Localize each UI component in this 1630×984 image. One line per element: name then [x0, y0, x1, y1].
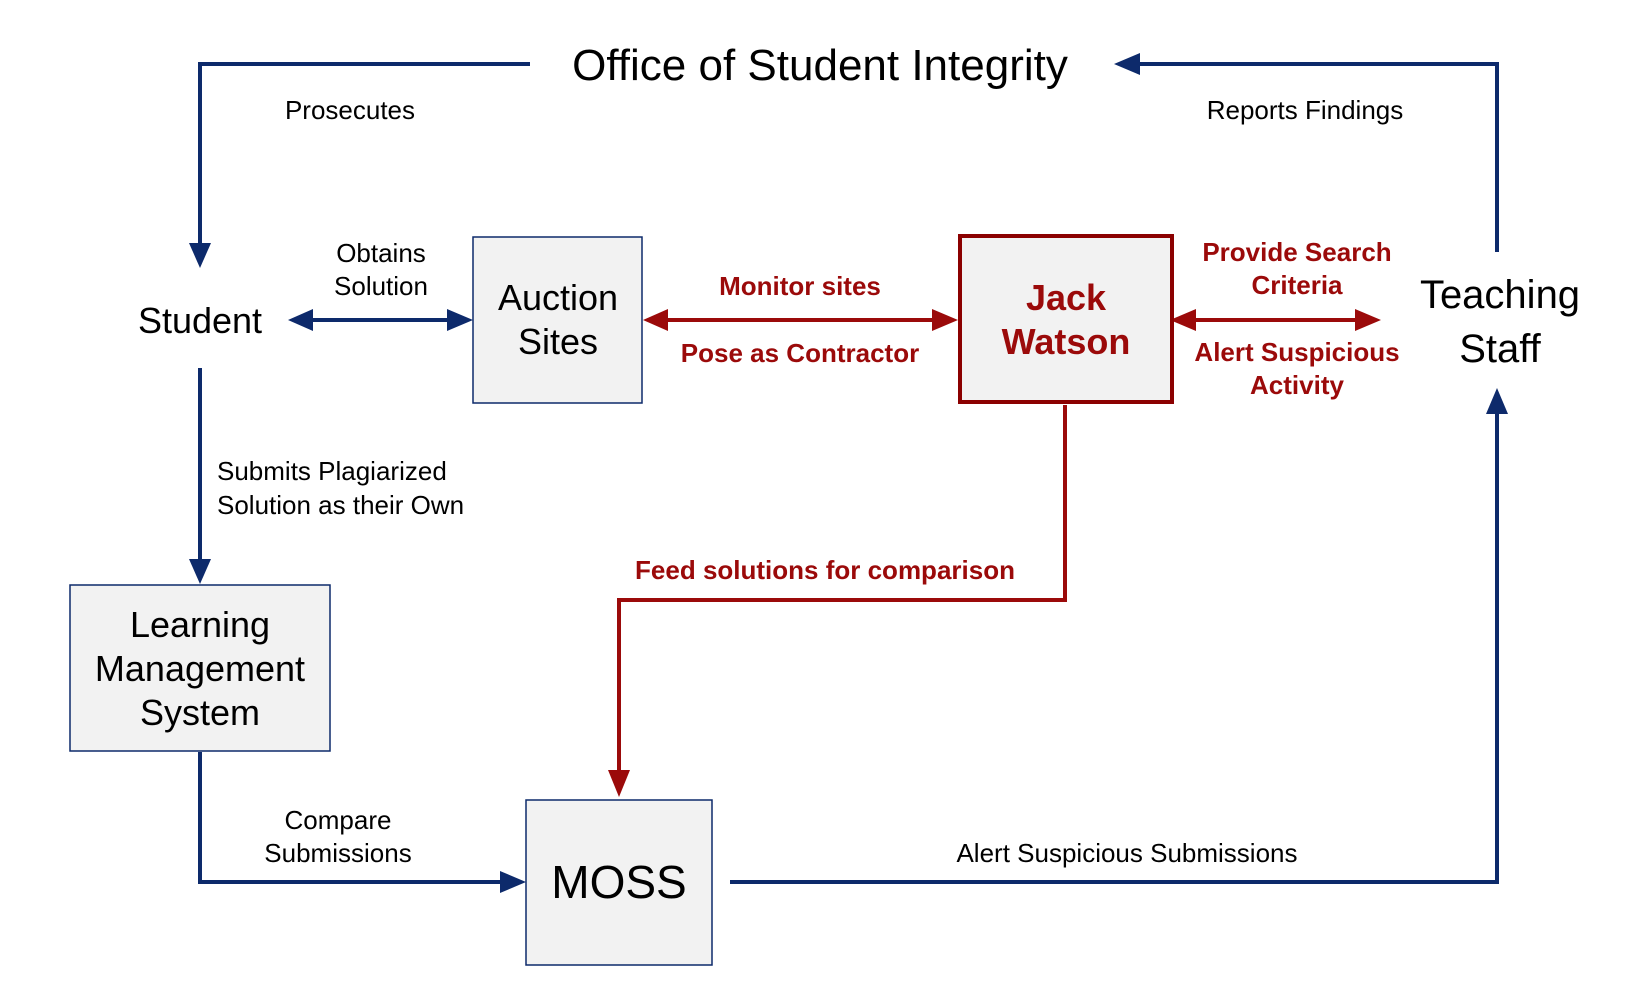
- feed-solutions-arrow: [608, 405, 1067, 797]
- alert-activity-label-2: Activity: [1250, 370, 1344, 400]
- monitor-sites-label: Monitor sites: [719, 271, 881, 301]
- submits-label-1: Submits Plagiarized: [217, 456, 447, 486]
- compare-submissions-label-2: Submissions: [264, 838, 411, 868]
- jack-watson-label-1: Jack: [1026, 277, 1107, 318]
- search-criteria-arrow: [1170, 309, 1381, 331]
- teaching-staff-label-2: Staff: [1459, 327, 1541, 371]
- alert-submissions-arrow: [730, 388, 1508, 884]
- submits-arrow: [189, 368, 211, 584]
- submits-label-2: Solution as their Own: [217, 490, 464, 520]
- lms-box: [69, 584, 331, 752]
- lms-label-3: System: [140, 692, 260, 733]
- pose-as-contractor-label: Pose as Contractor: [681, 338, 919, 368]
- teaching-staff-label-1: Teaching: [1420, 273, 1580, 317]
- diagram-title: Office of Student Integrity: [572, 41, 1068, 90]
- obtains-solution-label-2: Solution: [334, 271, 428, 301]
- prosecutes-label: Prosecutes: [285, 95, 415, 125]
- prosecutes-arrow: [189, 62, 530, 268]
- obtains-solution-label-1: Obtains: [336, 238, 426, 268]
- reports-findings-arrow: [1114, 53, 1499, 252]
- student-node: Student: [138, 300, 262, 341]
- compare-submissions-label-1: Compare: [285, 805, 392, 835]
- alert-activity-label-1: Alert Suspicious: [1194, 337, 1399, 367]
- feed-solutions-label: Feed solutions for comparison: [635, 555, 1015, 585]
- provide-search-label-1: Provide Search: [1202, 237, 1391, 267]
- jack-watson-label-2: Watson: [1002, 321, 1131, 362]
- lms-label-1: Learning: [130, 604, 270, 645]
- moss-box: [525, 799, 713, 966]
- jack-watson-box: [958, 234, 1174, 404]
- monitor-sites-arrow: [643, 309, 958, 331]
- lms-label-2: Management: [95, 648, 305, 689]
- compare-submissions-arrow: [198, 752, 526, 893]
- obtains-solution-arrow: [288, 309, 473, 331]
- alert-submissions-label: Alert Suspicious Submissions: [956, 838, 1297, 868]
- auction-sites-box: [472, 236, 643, 404]
- auction-sites-label-1: Auction: [498, 277, 618, 318]
- auction-sites-label-2: Sites: [518, 321, 598, 362]
- moss-label: MOSS: [551, 856, 686, 908]
- provide-search-label-2: Criteria: [1251, 270, 1343, 300]
- reports-findings-label: Reports Findings: [1207, 95, 1404, 125]
